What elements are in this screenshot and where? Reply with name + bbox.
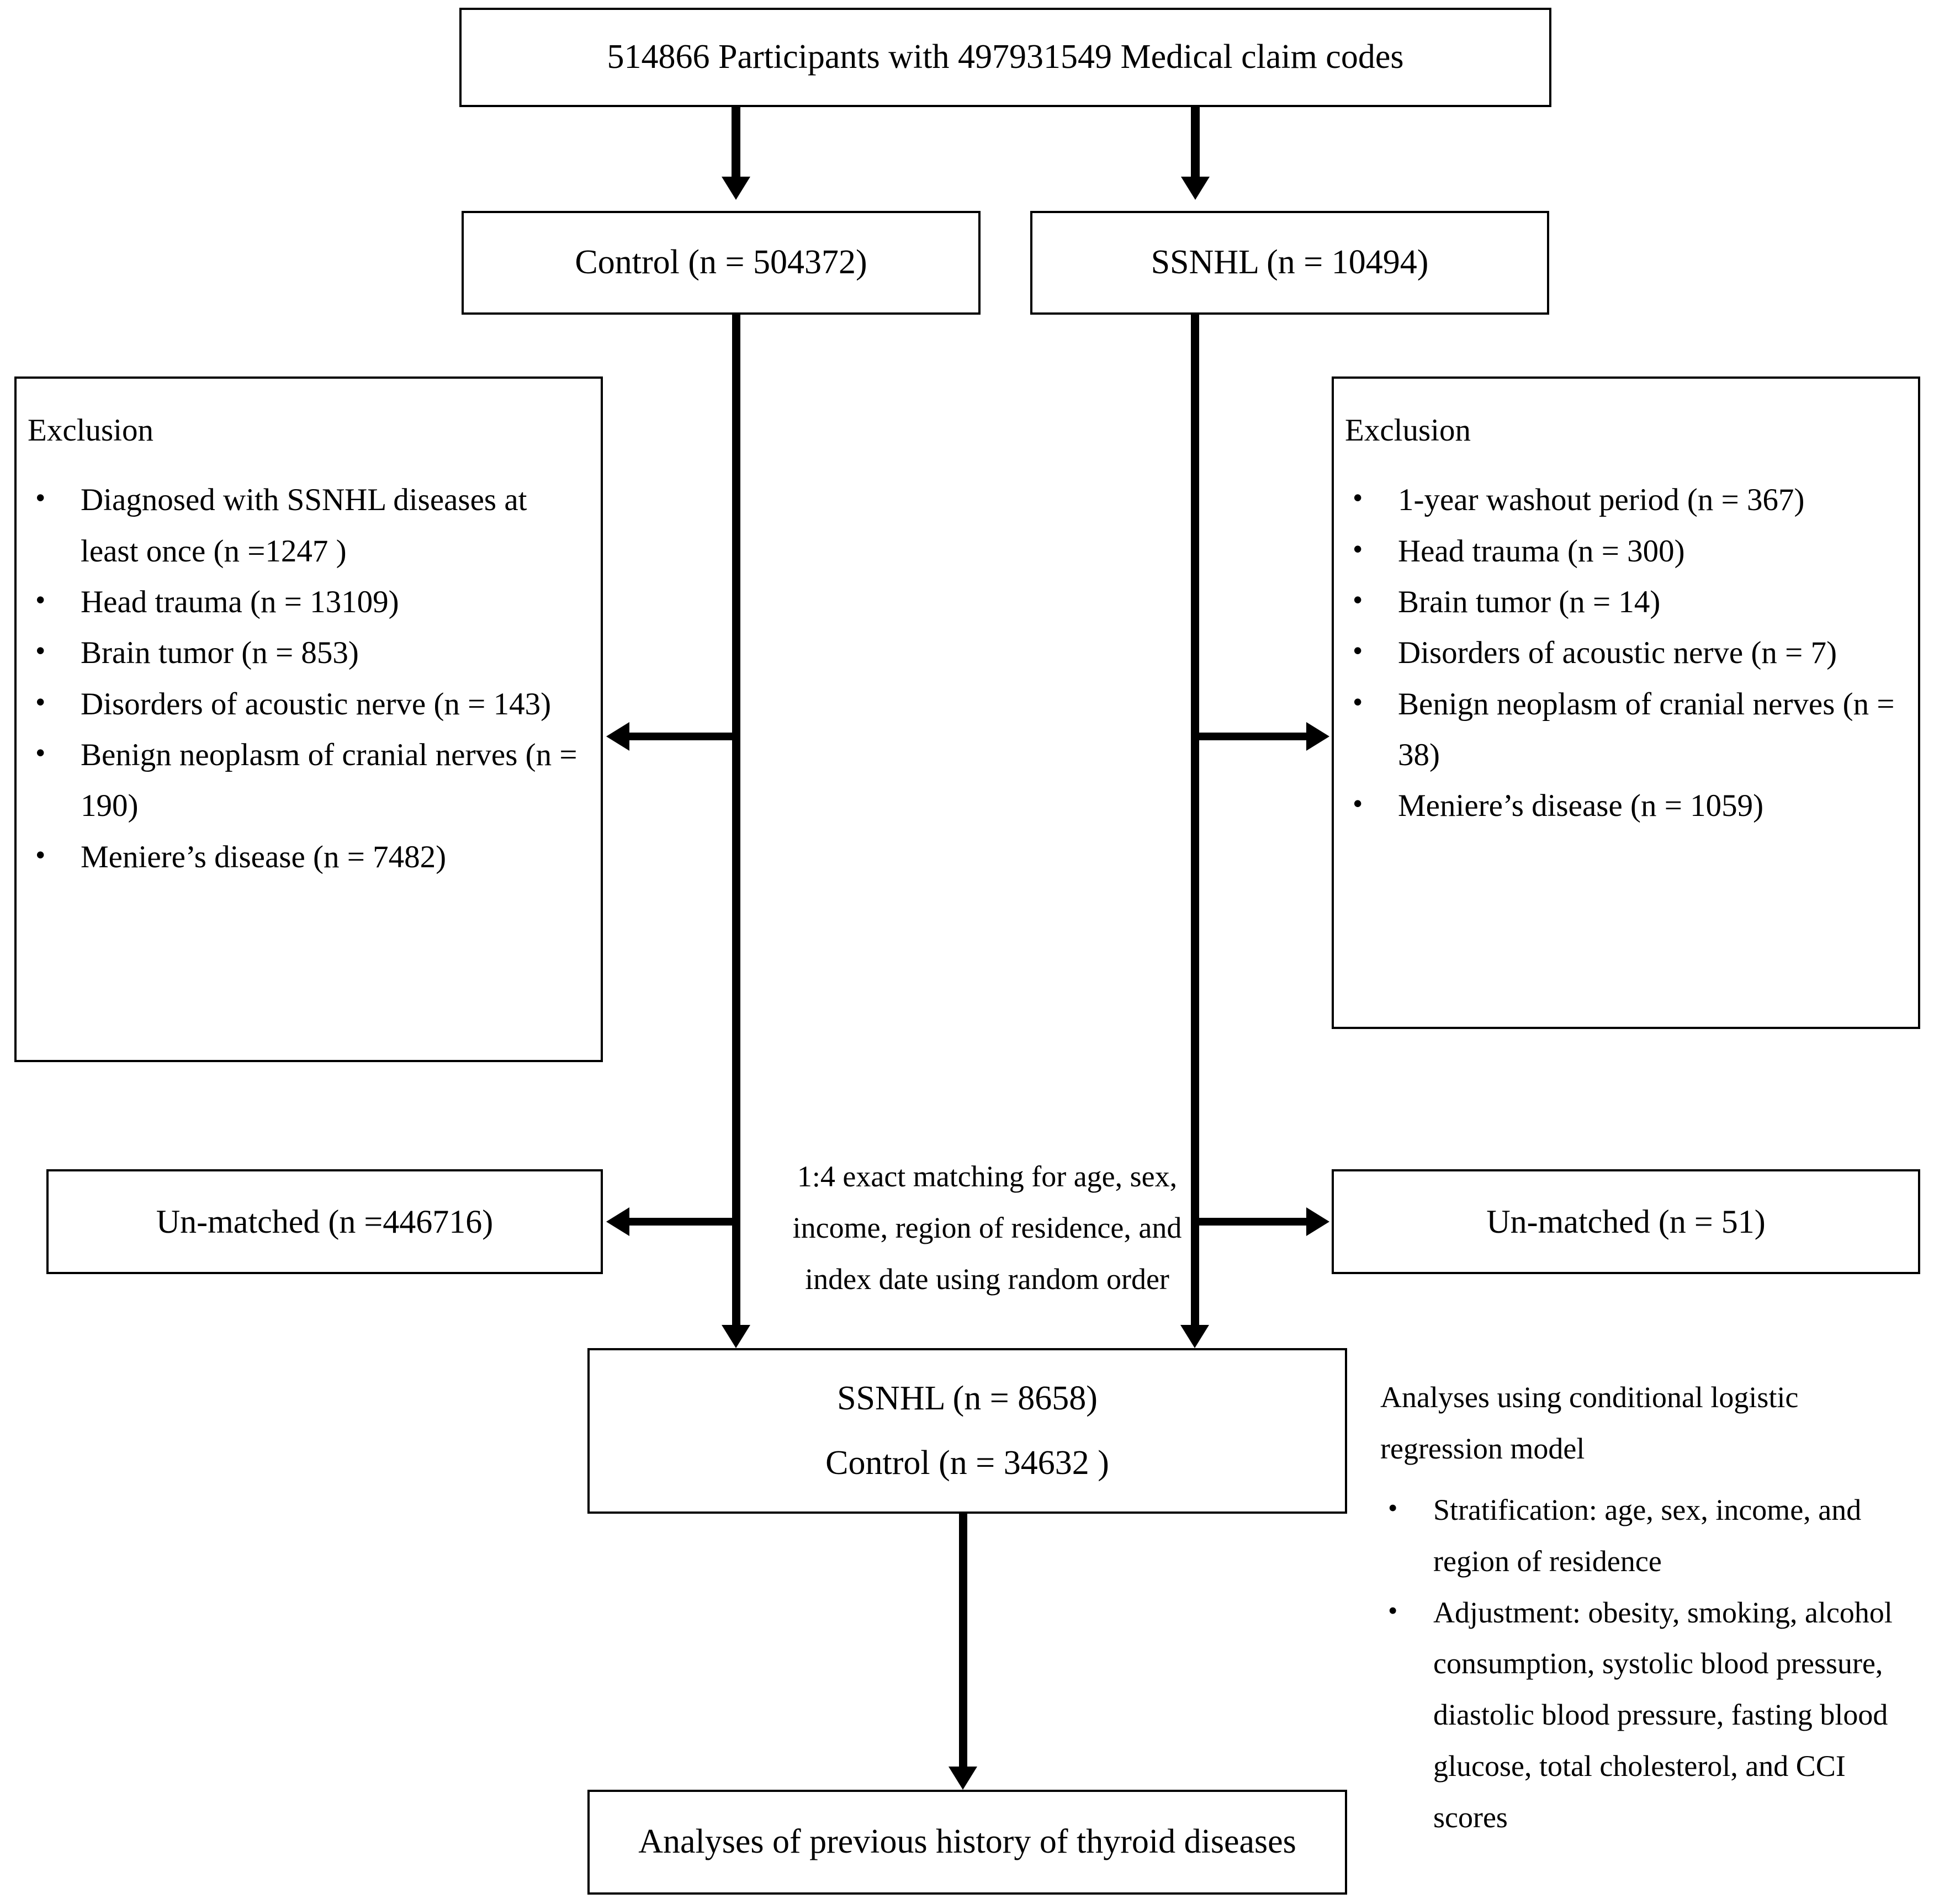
list-item: Brain tumor (n = 853) [28,628,586,678]
connector-matched-to-final [959,1514,967,1774]
connector-control-to-exclusion [629,733,735,740]
ssnhl-exclusion-list: 1-year washout period (n = 367) Head tra… [1345,475,1904,831]
connector-ssnhl-trunk [1191,315,1199,1332]
node-matched-cohort: SSNHL (n = 8658) Control (n = 34632 ) [587,1348,1347,1514]
list-item: Stratification: age, sex, income, and re… [1380,1484,1927,1587]
connector-ssnhl-to-unmatched [1199,1218,1306,1226]
list-item: Disorders of acoustic nerve (n = 143) [28,679,586,730]
connector-control-to-unmatched [629,1218,735,1226]
analysis-note: Analyses using conditional logistic regr… [1380,1372,1927,1843]
arrowhead-ssnhl-to-matched [1180,1325,1209,1348]
node-control-exclusion: Exclusion Diagnosed with SSNHL diseases … [14,376,603,1062]
connector-ssnhl-to-exclusion [1199,733,1306,740]
connector-source-to-ssnhl [1191,107,1200,178]
list-item: Benign neoplasm of cranial nerves (n = 3… [1345,679,1904,781]
arrowhead-ssnhl-to-exclusion [1306,722,1329,751]
analysis-note-heading-2: regression model [1380,1431,1585,1465]
node-source-population: 514866 Participants with 497931549 Medic… [459,8,1551,107]
arrowhead-source-to-control [722,177,750,200]
matching-note-line-3: index date using random order [805,1262,1169,1296]
ssnhl-exclusion-title: Exclusion [1345,413,1471,448]
node-ssnhl-exclusion: Exclusion 1-year washout period (n = 367… [1332,376,1920,1029]
connector-control-trunk [732,315,740,1332]
list-item: Benign neoplasm of cranial nerves (n = 1… [28,730,586,832]
arrowhead-source-to-ssnhl [1181,177,1210,200]
list-item: Brain tumor (n = 14) [1345,577,1904,628]
arrowhead-control-to-matched [722,1325,750,1348]
arrowhead-ssnhl-to-unmatched [1306,1207,1329,1236]
list-item: Adjustment: obesity, smoking, alcohol co… [1380,1587,1927,1843]
node-ssnhl-cohort: SSNHL (n = 10494) [1030,211,1549,315]
node-final-analysis-label: Analyses of previous history of thyroid … [638,1823,1296,1861]
control-exclusion-list: Diagnosed with SSNHL diseases at least o… [28,475,586,883]
node-source-population-label: 514866 Participants with 497931549 Medic… [607,38,1404,76]
analysis-note-heading-1: Analyses using conditional logistic [1380,1381,1799,1414]
analysis-note-list: Stratification: age, sex, income, and re… [1380,1484,1927,1843]
matching-note-line-1: 1:4 exact matching for age, sex, [797,1160,1178,1193]
list-item: Head trauma (n = 300) [1345,526,1904,577]
node-control-cohort-label: Control (n = 504372) [575,243,867,282]
arrowhead-control-to-unmatched [606,1207,629,1236]
matching-note-line-2: income, region of residence, and [792,1211,1182,1244]
control-exclusion-title: Exclusion [28,413,153,448]
node-unmatched-control-label: Un-matched (n =446716) [156,1203,494,1240]
arrowhead-control-to-exclusion [606,722,629,751]
node-control-cohort: Control (n = 504372) [462,211,981,315]
node-unmatched-ssnhl: Un-matched (n = 51) [1332,1169,1920,1274]
node-matched-cohort-ssnhl: SSNHL (n = 8658) [837,1379,1098,1417]
list-item: Head trauma (n = 13109) [28,577,586,628]
node-matched-cohort-control: Control (n = 34632 ) [825,1444,1109,1482]
list-item: 1-year washout period (n = 367) [1345,475,1904,526]
connector-source-to-control [732,107,740,178]
list-item: Meniere’s disease (n = 7482) [28,832,586,883]
arrowhead-matched-to-final [949,1767,977,1790]
node-unmatched-ssnhl-label: Un-matched (n = 51) [1486,1203,1766,1240]
list-item: Diagnosed with SSNHL diseases at least o… [28,475,586,577]
list-item: Disorders of acoustic nerve (n = 7) [1345,628,1904,678]
node-ssnhl-cohort-label: SSNHL (n = 10494) [1151,243,1429,282]
list-item: Meniere’s disease (n = 1059) [1345,781,1904,831]
node-final-analysis: Analyses of previous history of thyroid … [587,1790,1347,1895]
node-unmatched-control: Un-matched (n =446716) [46,1169,603,1274]
matching-note: 1:4 exact matching for age, sex, income,… [766,1151,1208,1305]
